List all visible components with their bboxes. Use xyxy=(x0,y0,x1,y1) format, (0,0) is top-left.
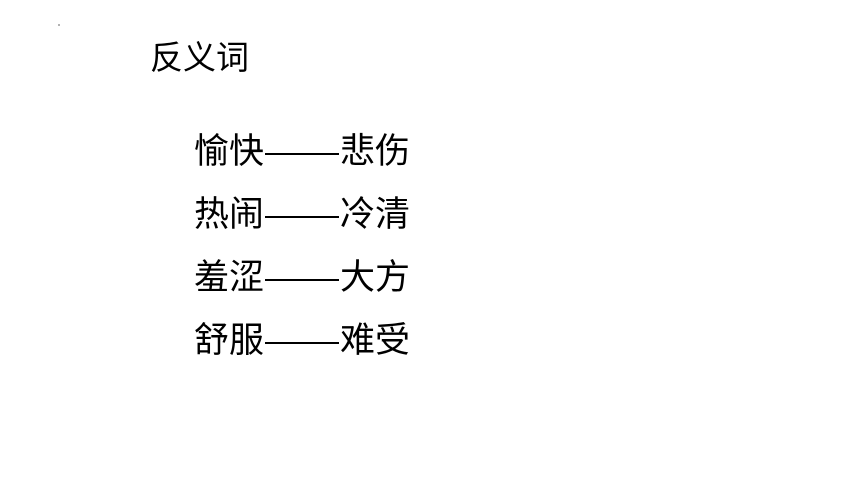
pair-separator-dash xyxy=(265,278,340,281)
antonym-pair: 热闹 冷清 xyxy=(194,183,410,246)
pair-right-word: 难受 xyxy=(340,320,411,361)
pair-separator-dash xyxy=(265,341,340,344)
pair-left-word: 愉快 xyxy=(194,131,265,172)
slide-title: 反义词 xyxy=(150,38,249,77)
pair-right-word: 悲伤 xyxy=(340,131,411,172)
antonym-pair: 羞涩 大方 xyxy=(194,246,410,309)
pair-separator-dash xyxy=(265,152,340,155)
antonym-pair-list: 愉快 悲伤 热闹 冷清 羞涩 大方 舒服 难受 xyxy=(194,120,410,372)
corner-dot xyxy=(58,24,60,26)
pair-left-word: 热闹 xyxy=(194,194,265,235)
pair-left-word: 羞涩 xyxy=(194,257,265,298)
pair-separator-dash xyxy=(265,215,340,218)
antonym-pair: 愉快 悲伤 xyxy=(194,120,410,183)
pair-right-word: 大方 xyxy=(340,257,411,298)
antonym-pair: 舒服 难受 xyxy=(194,309,410,372)
pair-left-word: 舒服 xyxy=(194,320,265,361)
pair-right-word: 冷清 xyxy=(340,194,411,235)
